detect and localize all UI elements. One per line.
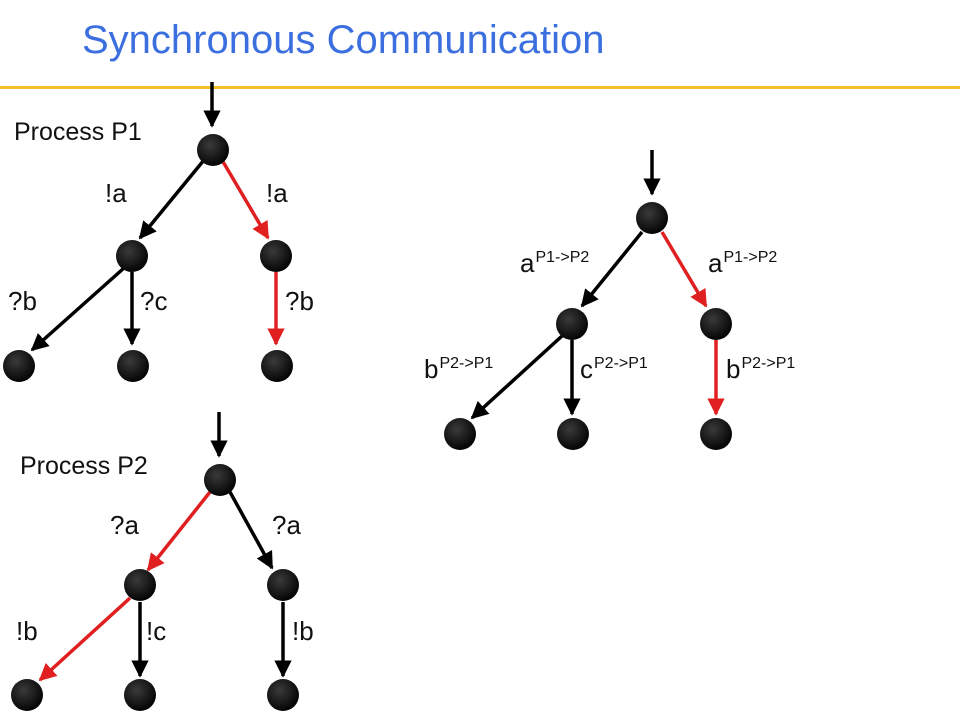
p2-process-label: Process P2	[20, 452, 148, 480]
product-edge-root-right	[660, 231, 708, 308]
slide-title: Synchronous Communication	[82, 18, 605, 62]
p1-edge-label-root-left: !a	[105, 178, 127, 208]
product-edge-label-left-a-sup: P2->P1	[439, 355, 494, 372]
product-edge-label-left-b: cP2->P1	[580, 354, 648, 384]
product-edge-label-root-left-base: a	[520, 248, 535, 278]
p2-edge-root-left	[146, 490, 212, 572]
product-node-left	[556, 308, 588, 340]
product-edge-label-root-right-sup: P1->P2	[723, 249, 778, 266]
p2-node-leaf-3	[267, 679, 299, 711]
p1-node-left	[116, 240, 148, 272]
p2-node-leaf-2	[124, 679, 156, 711]
p2-edge-label-left-a: !b	[16, 616, 38, 646]
p1-node-leaf-3	[261, 350, 293, 382]
p1-node-leaf-1	[3, 350, 35, 382]
p1-edge-root-left	[138, 158, 206, 240]
p2-node-leaf-1	[11, 679, 43, 711]
p1-edge-label-left-a: ?b	[8, 286, 37, 316]
product-edge-label-left-b-base: c	[580, 354, 593, 384]
product-edge-root-left	[580, 230, 644, 308]
product-edge-label-left-b-sup: P2->P1	[594, 355, 648, 372]
product-node-root	[636, 202, 668, 234]
p1-tree	[3, 82, 293, 382]
p1-node-leaf-2	[117, 350, 149, 382]
product-edge-label-root-right: aP1->P2	[708, 248, 778, 278]
p2-edge-left-a	[38, 596, 132, 682]
p2-node-root	[204, 464, 236, 496]
product-edge-label-right-base: b	[726, 354, 741, 384]
product-edge-label-left-a-base: b	[424, 354, 439, 384]
product-edge-label-root-right-base: a	[708, 248, 723, 278]
product-node-leaf-1	[444, 418, 476, 450]
product-edge-label-right: bP2->P1	[726, 354, 796, 384]
p2-tree	[11, 412, 299, 711]
p2-edge-label-left-b: !c	[146, 616, 167, 646]
p1-node-root	[197, 134, 229, 166]
p1-node-right	[260, 240, 292, 272]
product-node-right	[700, 308, 732, 340]
p1-edge-root-right	[220, 159, 270, 240]
p2-edge-label-right: !b	[292, 616, 314, 646]
p2-node-left	[124, 569, 156, 601]
product-edge-label-right-sup: P2->P1	[741, 355, 796, 372]
p2-edge-label-root-right: ?a	[272, 510, 301, 540]
p2-edge-root-right	[228, 491, 274, 570]
product-edge-label-root-left-sup: P1->P2	[535, 249, 590, 266]
p1-edge-label-root-right: !a	[266, 178, 288, 208]
product-edge-label-root-left: aP1->P2	[520, 248, 590, 278]
p1-edge-label-right: ?b	[285, 286, 314, 316]
p2-edge-label-root-left: ?a	[110, 510, 139, 540]
product-edge-left-a	[470, 334, 564, 420]
p1-edge-left-a	[30, 266, 126, 352]
product-node-leaf-2	[557, 418, 589, 450]
title-underline	[0, 86, 960, 89]
product-node-leaf-3	[700, 418, 732, 450]
product-tree	[444, 150, 732, 450]
p2-node-right	[267, 569, 299, 601]
p1-process-label: Process P1	[14, 118, 142, 146]
p1-edge-label-left-b: ?c	[140, 286, 168, 316]
product-edge-label-left-a: bP2->P1	[424, 354, 494, 384]
